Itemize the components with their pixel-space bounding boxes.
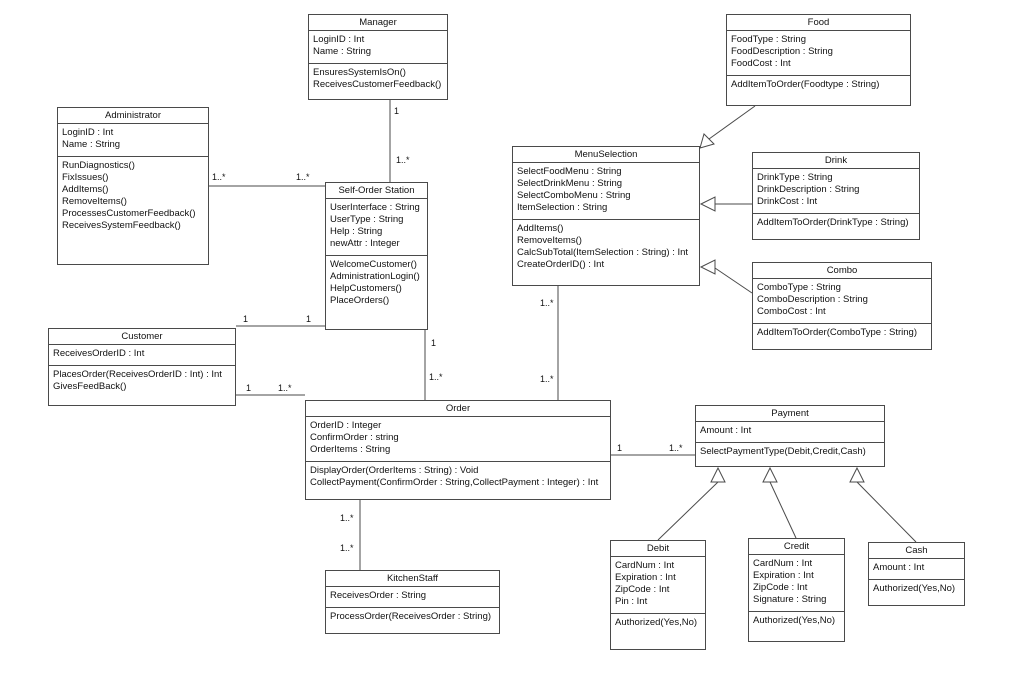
class-combo-attributes: ComboType : String ComboDescription : St… [753, 279, 931, 324]
class-kitchenstaff: KitchenStaff ReceivesOrder : String Proc… [325, 570, 500, 634]
class-drink: Drink DrinkType : String DrinkDescriptio… [752, 152, 920, 240]
generalization-combo-menuselection [699, 259, 753, 294]
class-food-methods: AddItemToOrder(Foodtype : String) [731, 79, 880, 90]
class-order: Order OrderID : Integer ConfirmOrder : s… [305, 400, 611, 500]
class-menuselection-methods: AddItems() RemoveItems() CalcSubTotal(It… [517, 223, 689, 270]
generalization-drink-menuselection [699, 196, 752, 212]
class-customer-name: Customer [49, 329, 235, 345]
class-self-order-station: Self-Order Station UserInterface : Strin… [325, 182, 428, 330]
class-administrator-methods: RunDiagnostics() FixIssues() AddItems() … [62, 160, 196, 231]
generalization-debit-payment [657, 466, 726, 541]
multiplicity-menu-order-order-end: 1..* [540, 374, 554, 384]
multiplicity-order-payment-payment-end: 1..* [669, 443, 683, 453]
class-combo-methods: AddItemToOrder(ComboType : String) [757, 327, 917, 338]
class-customer-methods: PlacesOrder(ReceivesOrderID : Int) : Int… [53, 369, 222, 392]
class-cash: Cash Amount : Int Authorized(Yes,No) [868, 542, 965, 606]
multiplicity-admin-station-station-end: 1..* [296, 172, 310, 182]
class-debit-name: Debit [611, 541, 705, 557]
class-customer: Customer ReceivesOrderID : Int PlacesOrd… [48, 328, 236, 406]
hollow-triangle-icon [699, 133, 715, 149]
multiplicity-customer-order-order-end: 1..* [278, 383, 292, 393]
class-self-order-station-methods: WelcomeCustomer() AdministrationLogin() … [330, 259, 420, 306]
hollow-triangle-icon [762, 466, 778, 483]
multiplicity-customer-order-customer-end: 1 [246, 383, 252, 393]
class-payment-name: Payment [696, 406, 884, 422]
class-combo: Combo ComboType : String ComboDescriptio… [752, 262, 932, 350]
class-manager-attributes: LoginID : Int Name : String [309, 31, 447, 64]
class-credit-attributes: CardNum : Int Expiration : Int ZipCode :… [749, 555, 844, 612]
class-menuselection-attributes: SelectFoodMenu : String SelectDrinkMenu … [513, 163, 699, 220]
class-credit-name: Credit [749, 539, 844, 555]
class-administrator: Administrator LoginID : Int Name : Strin… [57, 107, 209, 265]
generalization-cash-payment [849, 466, 917, 543]
class-food: Food FoodType : String FoodDescription :… [726, 14, 911, 106]
multiplicity-order-kitchen-kitchen-end: 1..* [340, 543, 354, 553]
multiplicity-order-payment-order-end: 1 [617, 443, 623, 453]
hollow-triangle-icon [699, 259, 716, 275]
class-kitchenstaff-methods: ProcessOrder(ReceivesOrder : String) [330, 611, 492, 622]
class-credit-methods: Authorized(Yes,No) [753, 615, 836, 626]
multiplicity-manager-station-manager-end: 1 [394, 106, 400, 116]
class-debit: Debit CardNum : Int Expiration : Int Zip… [610, 540, 706, 650]
class-administrator-name: Administrator [58, 108, 208, 124]
class-manager-name: Manager [309, 15, 447, 31]
class-cash-name: Cash [869, 543, 964, 559]
class-manager: Manager LoginID : Int Name : String Ensu… [308, 14, 448, 100]
generalization-food-menuselection [699, 105, 756, 149]
class-debit-attributes: CardNum : Int Expiration : Int ZipCode :… [611, 557, 705, 614]
class-payment: Payment Amount : Int SelectPaymentType(D… [695, 405, 885, 467]
class-self-order-station-attributes: UserInterface : String UserType : String… [326, 199, 427, 256]
hollow-triangle-icon [699, 196, 716, 212]
class-food-attributes: FoodType : String FoodDescription : Stri… [727, 31, 910, 76]
class-kitchenstaff-name: KitchenStaff [326, 571, 499, 587]
class-cash-attributes: Amount : Int [869, 559, 964, 580]
class-order-name: Order [306, 401, 610, 417]
class-cash-methods: Authorized(Yes,No) [873, 583, 956, 594]
hollow-triangle-icon [710, 466, 726, 483]
class-menuselection-name: MenuSelection [513, 147, 699, 163]
class-debit-methods: Authorized(Yes,No) [615, 617, 698, 628]
multiplicity-customer-station-customer-end: 1 [243, 314, 249, 324]
class-kitchenstaff-attributes: ReceivesOrder : String [326, 587, 499, 608]
class-payment-methods: SelectPaymentType(Debit,Credit,Cash) [700, 446, 866, 457]
multiplicity-customer-station-station-end: 1 [306, 314, 312, 324]
class-credit: Credit CardNum : Int Expiration : Int Zi… [748, 538, 845, 642]
class-food-name: Food [727, 15, 910, 31]
multiplicity-order-kitchen-order-end: 1..* [340, 513, 354, 523]
multiplicity-station-order-station-end: 1 [431, 338, 437, 348]
class-drink-methods: AddItemToOrder(DrinkType : String) [757, 217, 909, 228]
multiplicity-menu-order-menu-end: 1..* [540, 298, 554, 308]
multiplicity-manager-station-station-end: 1..* [396, 155, 410, 165]
class-customer-attributes: ReceivesOrderID : Int [49, 345, 235, 366]
class-drink-attributes: DrinkType : String DrinkDescription : St… [753, 169, 919, 214]
class-self-order-station-name: Self-Order Station [326, 183, 427, 199]
class-menuselection: MenuSelection SelectFoodMenu : String Se… [512, 146, 700, 286]
class-combo-name: Combo [753, 263, 931, 279]
multiplicity-station-order-order-end: 1..* [429, 372, 443, 382]
class-order-attributes: OrderID : Integer ConfirmOrder : string … [306, 417, 610, 462]
class-payment-attributes: Amount : Int [696, 422, 884, 443]
generalization-credit-payment [762, 466, 797, 539]
class-drink-name: Drink [753, 153, 919, 169]
multiplicity-admin-station-admin-end: 1..* [212, 172, 226, 182]
class-administrator-attributes: LoginID : Int Name : String [58, 124, 208, 157]
class-order-methods: DisplayOrder(OrderItems : String) : Void… [310, 465, 599, 488]
hollow-triangle-icon [849, 466, 865, 483]
class-manager-methods: EnsuresSystemIsOn() ReceivesCustomerFeed… [313, 67, 442, 90]
